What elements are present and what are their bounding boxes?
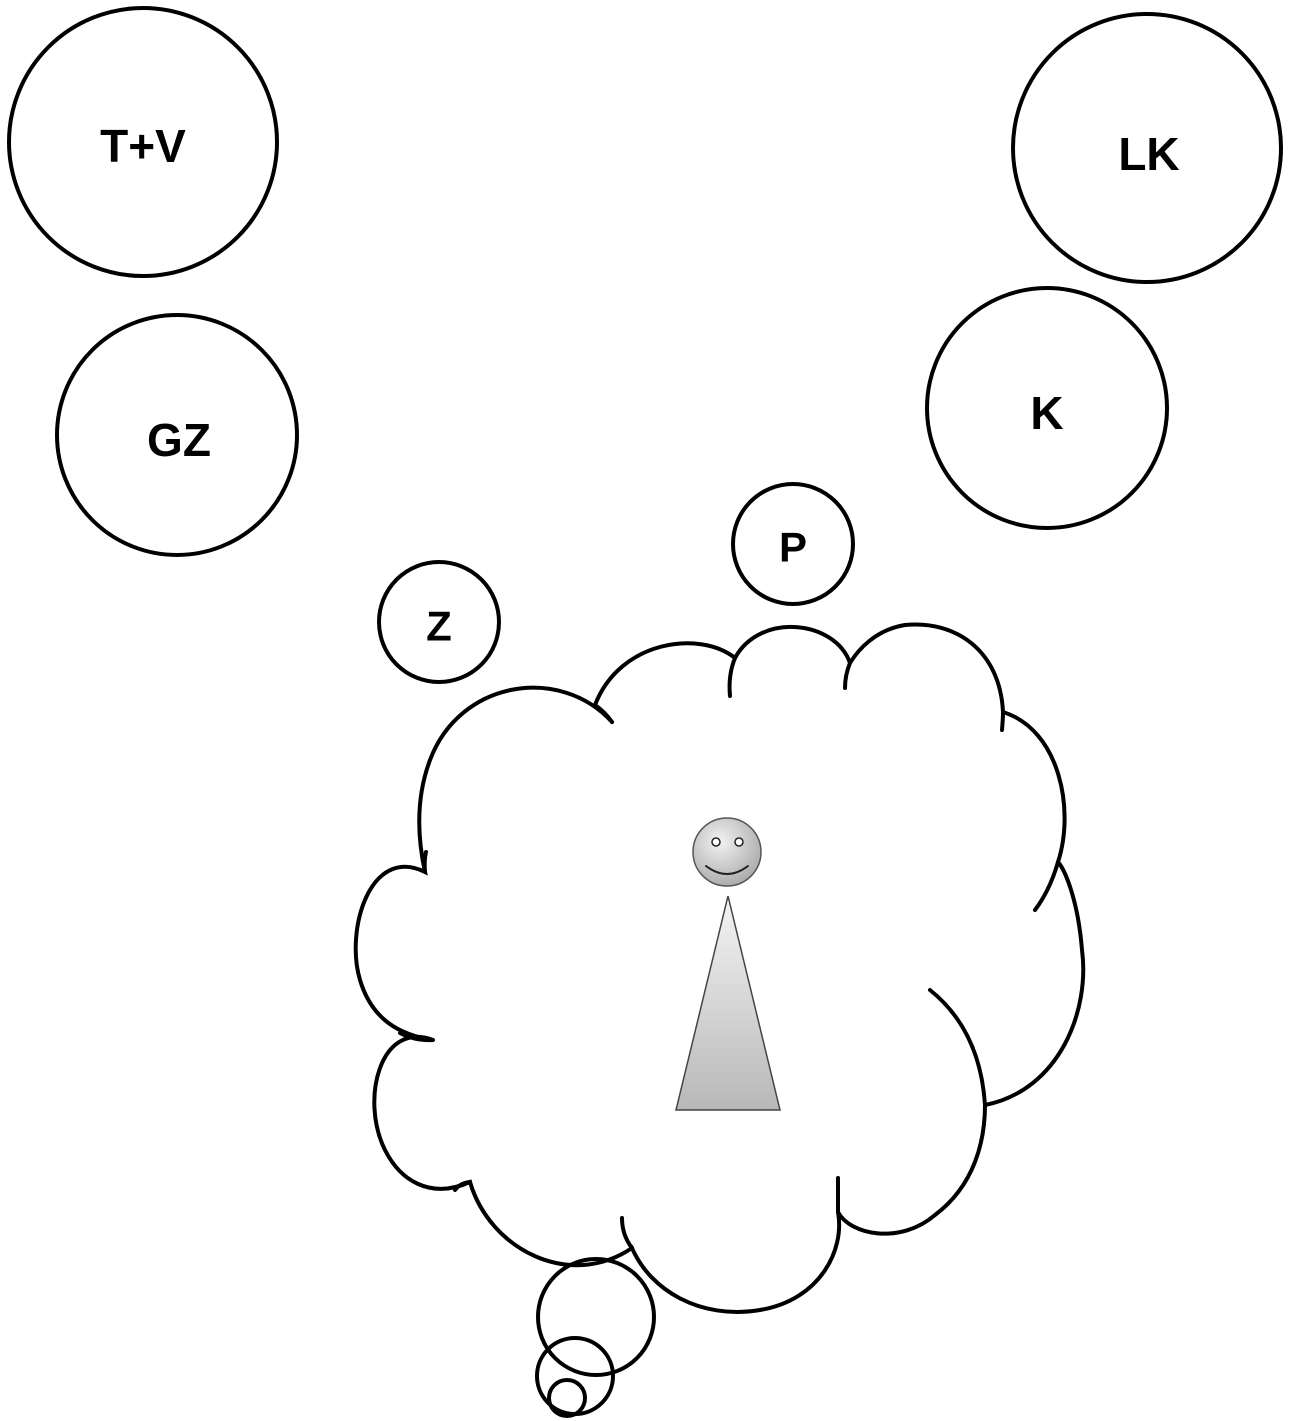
node-tv-circle: [7, 6, 279, 278]
thought-bubble-large: [536, 1257, 656, 1377]
cloud-fold: [727, 656, 737, 698]
node-gz: GZ: [55, 313, 299, 557]
node-tv-label: T+V: [100, 120, 186, 172]
node-tv: T+V: [7, 6, 279, 278]
person-body: [675, 895, 781, 1111]
node-lk: LK: [1011, 12, 1283, 284]
node-k-circle: [925, 286, 1169, 530]
cloud-fold: [593, 703, 614, 724]
cloud-fold: [398, 1031, 435, 1043]
cloud-fold: [453, 1180, 472, 1192]
node-z: Z: [377, 560, 501, 684]
node-k-label: K: [1030, 387, 1063, 439]
thought-cloud-icon: [353, 622, 1086, 1314]
cloud-fold: [620, 1216, 634, 1250]
thought-bubble-small: [547, 1378, 587, 1418]
node-k: K: [925, 286, 1169, 530]
cloud-fold: [1000, 710, 1005, 732]
person-eye-left: [711, 837, 721, 847]
node-gz-circle: [55, 313, 299, 557]
cloud-fold: [1033, 860, 1060, 912]
cloud-fold: [843, 661, 852, 690]
person-eye-right: [734, 837, 744, 847]
person-icon: [675, 817, 781, 1111]
thought-tail: [535, 1257, 656, 1418]
node-lk-circle: [1011, 12, 1283, 284]
person-head: [692, 817, 762, 887]
cloud-fold: [422, 850, 428, 874]
node-p-circle: [731, 482, 855, 606]
node-lk-label: LK: [1118, 128, 1179, 180]
node-gz-label: GZ: [147, 414, 211, 466]
person-smile: [705, 865, 749, 875]
cloud-fold: [928, 988, 987, 1107]
node-z-circle: [377, 560, 501, 684]
cloud-outline: [353, 622, 1086, 1314]
node-z-label: Z: [426, 603, 452, 650]
node-p: P: [731, 482, 855, 606]
node-p-label: P: [779, 524, 807, 571]
